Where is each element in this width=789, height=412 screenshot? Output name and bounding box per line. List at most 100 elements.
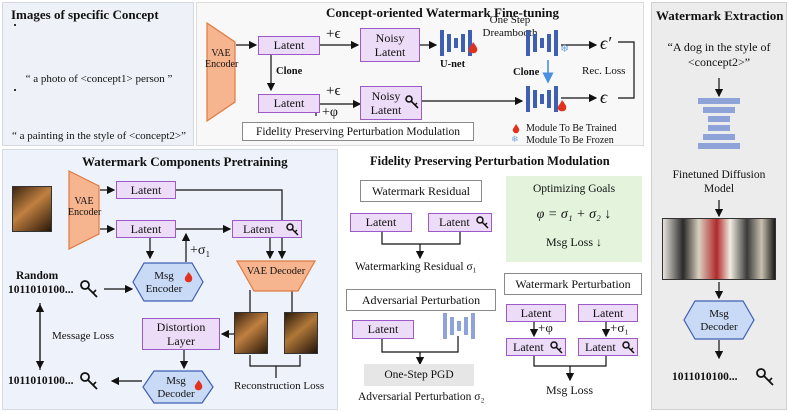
msg-encoder-shape bbox=[132, 262, 204, 302]
flame-icon bbox=[557, 100, 567, 112]
latent-watermarked-box: Latent bbox=[232, 220, 302, 238]
vae-encoder-shape bbox=[206, 22, 236, 122]
images-title: Images of specific Concept bbox=[11, 7, 159, 22]
generated-dog-image bbox=[662, 218, 776, 280]
plus-phi: +φ bbox=[538, 320, 553, 335]
concept1-photos bbox=[14, 24, 184, 70]
key-icon bbox=[405, 95, 419, 109]
reconstruction-loss-label: Reconstruction Loss bbox=[234, 380, 325, 392]
snowflake-icon: ❄ bbox=[511, 134, 519, 144]
original-recon-image bbox=[234, 312, 268, 354]
latent-box: Latent bbox=[350, 213, 412, 232]
random-label: Random bbox=[16, 270, 59, 282]
fpp-title: Fidelity Preserving Perturbation Modulat… bbox=[370, 154, 610, 168]
plus-epsilon: +ϵ bbox=[326, 26, 341, 42]
concept2-caption: “ a painting in the style of <concept2>” bbox=[12, 130, 186, 142]
key-icon bbox=[80, 372, 98, 390]
flame-icon bbox=[512, 124, 520, 134]
legend-trained: Module To Be Trained bbox=[526, 123, 617, 134]
legend-frozen: Module To Be Frozen bbox=[526, 135, 614, 146]
goals-equation: φ = σ₁ + σ₂ ↓ bbox=[536, 207, 612, 222]
random-bits: 1011010100... bbox=[8, 284, 74, 296]
key-icon bbox=[286, 223, 299, 236]
adversarial-perturbation-box: Adversarial Perturbation bbox=[346, 289, 496, 311]
dreambooth-label: One Step Dreambooth bbox=[482, 14, 538, 39]
portrait-image bbox=[14, 24, 16, 26]
extraction-prompt: “A dog in the style of <concept2>” bbox=[667, 40, 771, 69]
pretrain-title: Watermark Components Pretraining bbox=[82, 154, 288, 169]
latent-box: Latent bbox=[352, 320, 414, 339]
goals-msg-loss: Msg Loss ↓ bbox=[545, 235, 602, 249]
vae-encoder-shape bbox=[68, 170, 100, 250]
output-bits: 1011010100... bbox=[8, 375, 74, 387]
diffusion-model-icon bbox=[698, 98, 740, 149]
flame-icon bbox=[184, 272, 193, 283]
msg-decoder-label: Msg Decoder bbox=[157, 375, 195, 400]
latent-label: Latent bbox=[439, 215, 470, 229]
latent-label: Latent bbox=[585, 339, 616, 354]
latent-label: Latent bbox=[243, 221, 274, 236]
clone-label-2: Clone bbox=[513, 67, 540, 78]
painting-image bbox=[14, 89, 16, 91]
latent-box: Latent bbox=[578, 304, 638, 322]
watermarked-recon-image bbox=[284, 312, 318, 354]
key-icon bbox=[476, 216, 489, 229]
latent-watermarked-box: Latent bbox=[428, 213, 492, 232]
rec-loss-label: Rec. Loss bbox=[582, 65, 626, 77]
optimizing-goals-box bbox=[506, 176, 642, 262]
unet-icon bbox=[440, 30, 472, 56]
latent-box: Latent bbox=[258, 36, 320, 55]
watermark-residual-box: Watermark Residual bbox=[360, 180, 482, 202]
fpp-label-box: Fidelity Preserving Perturbation Modulat… bbox=[242, 122, 474, 141]
epsilon: ϵ bbox=[600, 87, 608, 107]
flame-icon bbox=[194, 380, 203, 391]
pgd-label: One-Step PGD bbox=[384, 369, 454, 381]
key-icon bbox=[550, 341, 563, 354]
plus-sigma1: +σ₁ bbox=[610, 320, 629, 335]
concept1-caption: “ a photo of <concept1> person ” bbox=[25, 73, 173, 85]
noisy-latent-box-2: Noisy Latent bbox=[360, 86, 422, 120]
distortion-layer-box: Distortion Layer bbox=[142, 318, 220, 350]
msg-decoder-shape bbox=[142, 370, 214, 404]
extraction-title: Watermark Extraction bbox=[656, 8, 784, 23]
noisy-latent-box: Noisy Latent bbox=[360, 28, 420, 62]
flame-icon bbox=[468, 42, 478, 54]
unet-icon bbox=[526, 30, 558, 56]
vae-encoder-label: VAE Encoder bbox=[68, 196, 102, 218]
vae-decoder-shape bbox=[236, 260, 316, 292]
noisy-latent-label: Noisy Latent bbox=[374, 30, 406, 59]
plus-phi: +φ bbox=[322, 105, 338, 120]
msg-loss-label: Msg Loss bbox=[546, 383, 594, 397]
images-panel bbox=[2, 2, 194, 146]
latent-watermarked-box: Latent bbox=[578, 338, 638, 356]
snowflake-icon: ❄ bbox=[560, 43, 570, 55]
msg-decoder-shape bbox=[683, 300, 755, 340]
latent-label: Latent bbox=[513, 339, 544, 354]
distortion-layer-label: Distortion Layer bbox=[156, 319, 206, 348]
latent-box: Latent bbox=[506, 304, 566, 322]
clone-label-1: Clone bbox=[276, 66, 303, 77]
plus-epsilon-2: +ϵ bbox=[326, 83, 341, 99]
key-icon bbox=[80, 280, 98, 298]
msg-decoder-label: Msg Decoder bbox=[700, 308, 738, 334]
extracted-bits: 1011010100... bbox=[672, 371, 738, 383]
vae-decoder-label: VAE Decoder bbox=[246, 266, 306, 277]
key-icon bbox=[622, 341, 635, 354]
watermark-perturbation-box: Watermark Perturbation bbox=[504, 273, 642, 295]
message-loss-label: Message Loss bbox=[52, 330, 115, 342]
latent-watermarked-box: Latent bbox=[506, 338, 566, 356]
latent-box-clone: Latent bbox=[258, 94, 320, 113]
unet-icon bbox=[443, 313, 475, 339]
latent-box: Latent bbox=[116, 220, 176, 238]
plus-sigma1: +σ₁ bbox=[190, 243, 211, 258]
key-icon bbox=[756, 368, 774, 386]
input-image bbox=[12, 186, 52, 232]
vae-encoder-label: VAE Encoder bbox=[205, 48, 239, 70]
epsilon-prime: ϵ′ bbox=[600, 33, 612, 53]
finetuned-model-label: Finetuned Diffusion Model bbox=[672, 169, 766, 196]
finetune-title: Concept-oriented Watermark Fine-tuning bbox=[326, 5, 560, 20]
unet-label: U-net bbox=[440, 59, 466, 70]
unet-icon bbox=[526, 86, 558, 112]
concept2-paintings bbox=[14, 89, 184, 125]
